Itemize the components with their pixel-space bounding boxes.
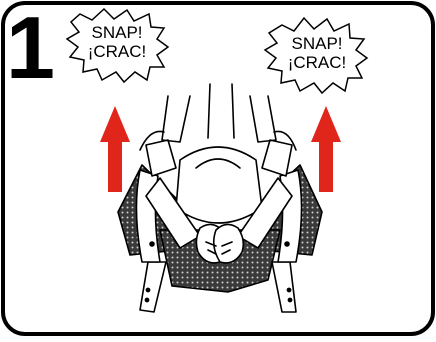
callout-line-crac: ¡CRAC! (286, 53, 348, 72)
callout-line-snap: SNAP! (286, 34, 348, 53)
callout-line-crac: ¡CRAC! (86, 42, 148, 61)
callout-line-snap: SNAP! (86, 23, 148, 42)
callout-right: SNAP! ¡CRAC! (286, 34, 348, 72)
callout-left: SNAP! ¡CRAC! (86, 23, 148, 61)
step-number: 1 (6, 4, 55, 92)
